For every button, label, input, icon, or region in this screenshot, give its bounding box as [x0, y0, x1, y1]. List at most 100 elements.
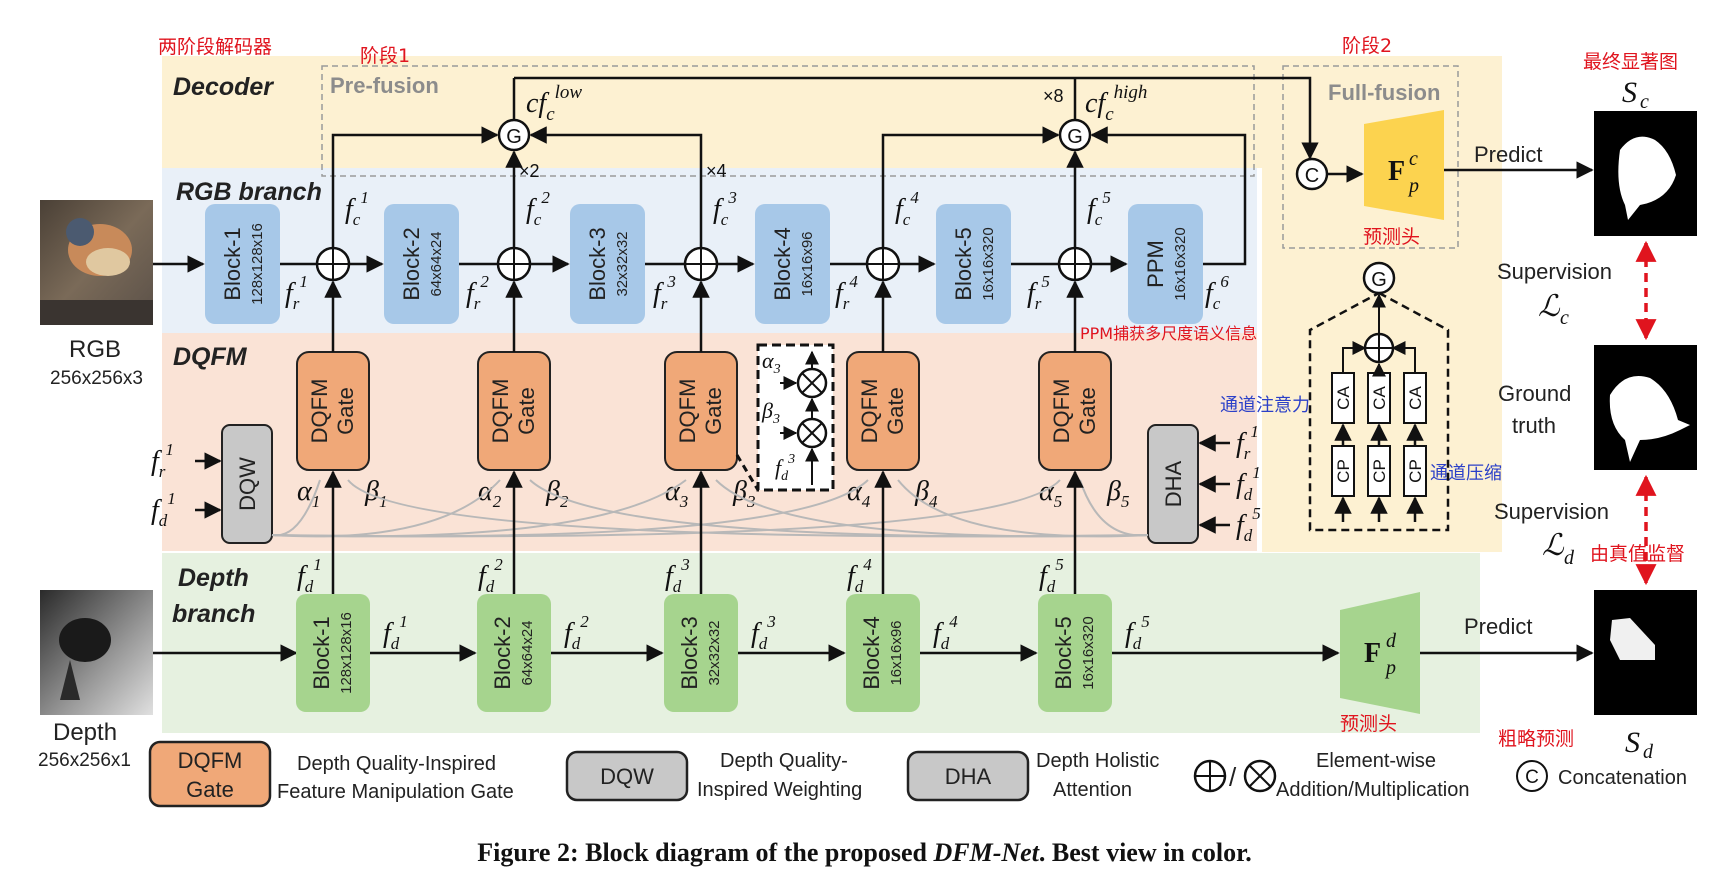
- dha-in-fr: fr1: [1236, 422, 1259, 463]
- pre-fusion-title: Pre-fusion: [330, 73, 439, 98]
- dqfm-gate-5-line2: Gate: [1075, 387, 1100, 435]
- beta-2: β2: [545, 476, 569, 511]
- predict-top-label: Predict: [1474, 142, 1542, 167]
- dqfm-gate-1-line2: Gate: [333, 387, 358, 435]
- legend-ops-desc1: Element-wise: [1316, 750, 1436, 772]
- cp-label-3: CP: [1406, 459, 1425, 483]
- alpha-1: α1: [297, 476, 320, 511]
- legend-dqw-desc1: Depth Quality-: [720, 750, 848, 772]
- pre-fusion-box: [321, 65, 1255, 177]
- s-c-sub: c: [1640, 91, 1649, 113]
- rgb-block-4-name: Block-4: [770, 227, 795, 300]
- legend-add-icon: [1193, 759, 1227, 793]
- s-d-sub: d: [1643, 741, 1654, 763]
- ca-label-3: CA: [1406, 386, 1425, 410]
- dqfm-title: DQFM: [173, 343, 248, 371]
- legend-concat-desc: Concatenation: [1558, 767, 1687, 789]
- mult-x8: ×8: [1043, 86, 1064, 106]
- fp-c-head: [1364, 110, 1444, 220]
- fd-up-label-1: fd1: [297, 555, 322, 596]
- s-d-symbol: S: [1625, 726, 1640, 759]
- dqw-in-fr: fr1: [151, 440, 174, 481]
- fp-c-sub: p: [1407, 175, 1419, 197]
- depth-block-2-name: Block-2: [490, 616, 515, 689]
- note-ppm: PPM捕获多尺度语义信息: [1080, 324, 1257, 343]
- fp-d-head: [1340, 592, 1420, 714]
- fc-label-1: fc1: [345, 188, 369, 229]
- predict-bottom-label: Predict: [1464, 614, 1532, 639]
- depth-input-image: [40, 590, 153, 715]
- rgb-input-image: [40, 200, 153, 325]
- rgb-block-1: Block-1 128x128x16: [205, 204, 280, 324]
- fd-up-label-5: fd5: [1039, 555, 1064, 596]
- note-stage2: 阶段2: [1342, 35, 1392, 57]
- g-high-label: G: [1067, 126, 1083, 148]
- figure-caption: Figure 2: Block diagram of the proposed …: [477, 838, 1252, 867]
- dqfm-gate-3-line1: DQFM: [675, 379, 700, 444]
- alpha-2: α2: [478, 476, 502, 511]
- rgb-block-1-size: 128x128x16: [249, 223, 266, 305]
- dqfm-gate-3-line2: Gate: [701, 387, 726, 435]
- svg-text:/: /: [1229, 762, 1237, 792]
- dfm-net-block-diagram: Decoder RGB branch DQFM Depth branch Pre…: [38, 35, 1697, 808]
- fc-label-3: fc3: [713, 188, 737, 229]
- gate-detail-box: [756, 343, 835, 492]
- fd-right-label-4: fd4: [933, 612, 958, 653]
- note-channel-compress: 通道压缩: [1430, 463, 1502, 484]
- rgb-block-3-size: 32x32x32: [614, 231, 631, 296]
- dqw-in-fd: fd1: [151, 489, 176, 530]
- depth-branch-region: [162, 553, 1480, 733]
- dha-in-fd5: fd5: [1236, 504, 1261, 545]
- concat-node-label: C: [1305, 165, 1319, 187]
- decoder-title: Decoder: [173, 73, 274, 101]
- fp-d-sup: d: [1386, 630, 1397, 652]
- dqfm-gate-2-line2: Gate: [514, 387, 539, 435]
- depth-branch-title-1: Depth: [178, 564, 249, 592]
- cp-label-2: CP: [1370, 459, 1389, 483]
- dqfm-gate-1-line1: DQFM: [307, 379, 332, 444]
- alpha-4: α4: [847, 476, 871, 511]
- note-channel-attention: 通道注意力: [1220, 395, 1310, 416]
- dqw-module: DQW: [221, 424, 273, 544]
- fd-right-label-2: fd2: [564, 612, 589, 653]
- note-pred-head-bottom: 预测头: [1340, 713, 1397, 735]
- rgb-block-2-name: Block-2: [399, 227, 424, 300]
- g-low-label: G: [506, 126, 522, 148]
- note-two-stage-decoder: 两阶段解码器: [158, 36, 272, 58]
- rgb-block-2-size: 64x64x24: [428, 231, 445, 296]
- fd-up-label-2: fd2: [478, 555, 503, 596]
- detail-fd: fd3: [775, 452, 795, 484]
- fc-label-5: fc5: [1087, 188, 1111, 229]
- legend-dqw-desc2: Inspired Weighting: [697, 779, 862, 801]
- fp-d-f: F: [1364, 638, 1381, 669]
- detail-alpha: α3: [762, 348, 781, 377]
- g-detail-symbol: G: [1371, 269, 1387, 291]
- loss-d-symbol: ℒ: [1542, 529, 1565, 562]
- rgb-input-size: 256x256x3: [50, 368, 143, 389]
- loss-c-symbol: ℒ: [1538, 290, 1561, 323]
- g-detail-box: G: [1308, 261, 1450, 532]
- legend-gate-desc1: Depth Quality-Inspired: [297, 753, 496, 775]
- legend-dha-desc1: Depth Holistic: [1036, 750, 1159, 772]
- fc-label-6: fc6: [1205, 272, 1229, 313]
- rgb-block-4-size: 16x16x96: [799, 231, 816, 296]
- note-final-saliency: 最终显著图: [1583, 51, 1678, 73]
- dha-in-fd: fd1: [1236, 463, 1261, 504]
- loss-c-sub: c: [1560, 307, 1569, 329]
- dqfm-gate-5-line1: DQFM: [1049, 379, 1074, 444]
- depth-block-1-name: Block-1: [309, 616, 334, 689]
- legend-gate-desc2: Feature Manipulation Gate: [277, 781, 514, 803]
- legend-ops-desc2: Addition/Multiplication: [1276, 779, 1469, 801]
- mult-x4: ×4: [706, 161, 727, 181]
- gt-label-2: truth: [1512, 413, 1556, 438]
- fd-right-label-1: fd1: [383, 612, 408, 653]
- alpha-3: α3: [665, 476, 688, 511]
- fr-label-2: fr2: [466, 272, 489, 313]
- full-fusion-title: Full-fusion: [1328, 80, 1440, 105]
